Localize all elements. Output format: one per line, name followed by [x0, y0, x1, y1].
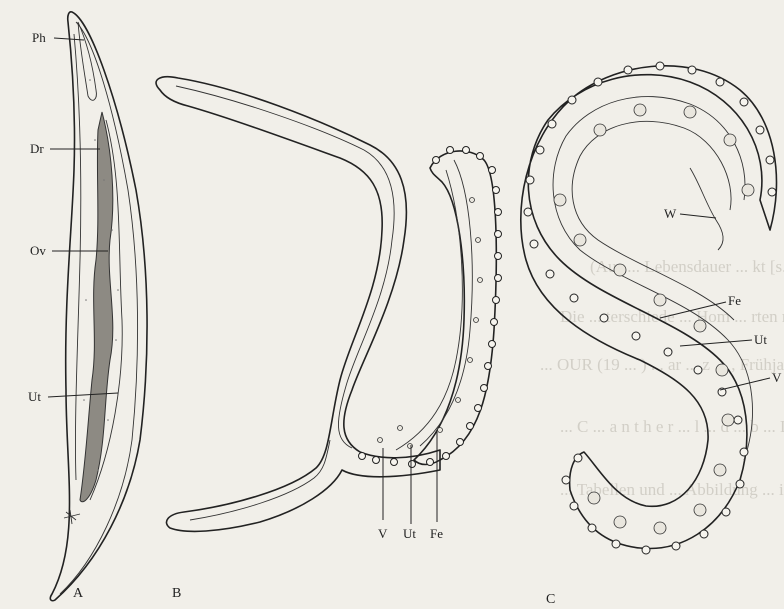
bleed-line-2: Die ... terschiede ... Hom ... rten mit …	[560, 307, 784, 326]
worm-b-bumps	[359, 147, 502, 468]
label-dr: Dr	[30, 141, 44, 156]
label-ut-a: Ut	[28, 389, 41, 404]
leader-v-c	[720, 378, 770, 390]
leader-ut-a	[48, 393, 118, 397]
leader-w	[680, 214, 716, 218]
label-ut-b: Ut	[403, 526, 416, 541]
worm-b-cells	[378, 198, 483, 449]
label-ut-c: Ut	[754, 332, 767, 347]
label-v-c: V	[772, 370, 782, 385]
background-bleed-text: (Aus ... Lebensdauer ... kt [s. ] ... Di…	[540, 257, 784, 499]
label-v-b: V	[378, 526, 388, 541]
ovary-organ	[80, 112, 113, 502]
panel-letters: A B C	[73, 586, 555, 607]
worm-a-inner-line-2	[74, 34, 81, 480]
worm-b-loop-outline	[414, 151, 496, 465]
panel-b-worm	[156, 77, 501, 532]
worm-c-inner-line-2	[572, 121, 734, 320]
panel-label-a: A	[73, 586, 84, 601]
label-ph: Ph	[32, 30, 46, 45]
hook-w	[690, 168, 723, 250]
label-fe-c: Fe	[728, 293, 741, 308]
leader-ut-c	[680, 340, 752, 346]
label-ov: Ov	[30, 243, 46, 258]
label-fe-b: Fe	[430, 526, 443, 541]
panel-label-c: C	[546, 592, 555, 607]
worm-a-tail-mark	[64, 510, 80, 524]
pharynx	[78, 22, 96, 100]
label-w: W	[664, 206, 677, 221]
panel-b-labels: V Ut Fe	[378, 432, 443, 541]
panel-a-worm	[50, 12, 147, 601]
panel-label-b: B	[172, 586, 181, 601]
